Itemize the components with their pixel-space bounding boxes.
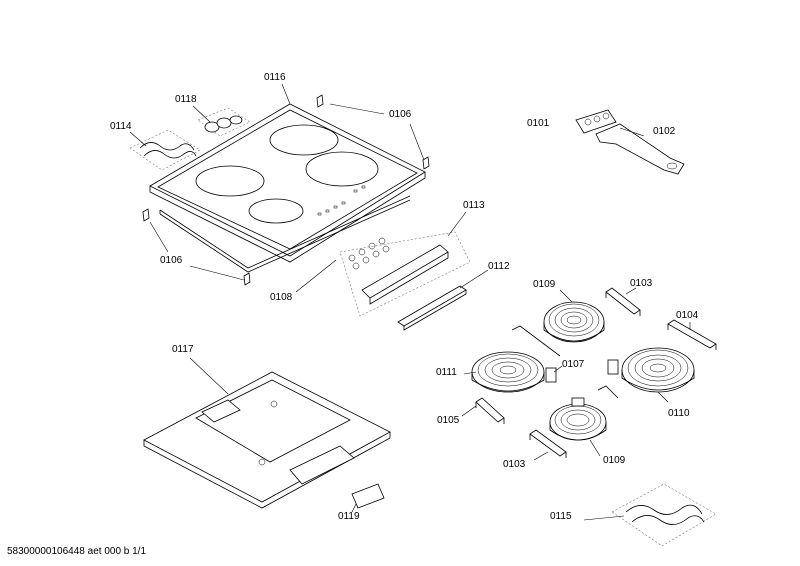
label-0115: 0115: [550, 511, 572, 522]
label-0117: 0117: [172, 344, 194, 355]
label-0112: 0112: [488, 261, 510, 272]
document-footer: 58300000106448 aet 000 b 1/1: [7, 546, 147, 557]
label-0111: 0111: [436, 367, 457, 378]
heating-element-0109-top: [543, 301, 605, 343]
heating-element-0109-bottom: [549, 397, 607, 441]
leader-lines: [129, 83, 691, 521]
label-0105: 0105: [437, 415, 460, 426]
label-0103-bottom: 0103: [503, 459, 526, 470]
control-module: [339, 231, 471, 331]
label-0106-bottom: 0106: [160, 255, 183, 266]
label-0103-top: 0103: [630, 278, 653, 289]
label-0118: 0118: [175, 94, 197, 105]
small-parts-0118: [197, 107, 251, 137]
label-0116: 0116: [264, 72, 286, 83]
label-0102: 0102: [653, 126, 676, 137]
label-0104: 0104: [676, 310, 699, 321]
hob-glass-top: [149, 103, 426, 263]
bracket-0103-bottom: [529, 429, 567, 458]
wire-0107: [511, 325, 619, 399]
label-0101: 0101: [527, 118, 550, 129]
label-0119: 0119: [338, 511, 360, 522]
frame-seal: [159, 195, 411, 273]
control-strip-0102: [575, 109, 685, 175]
spring-clips-0115: [611, 483, 717, 547]
label-0113: 0113: [463, 200, 485, 211]
bracket-0103-top: [605, 287, 641, 316]
heating-element-0110: [607, 347, 695, 393]
label-0108: 0108: [270, 292, 293, 303]
label-0110: 0110: [668, 408, 690, 419]
label-0109-bottom: 0109: [603, 455, 626, 466]
label-0106-top: 0106: [389, 109, 412, 120]
label-0107: 0107: [562, 359, 585, 370]
bottom-tray-0117: [143, 371, 391, 509]
bracket-0105: [475, 397, 505, 424]
spring-clips-0114: [129, 129, 201, 171]
clamp-brackets: [142, 94, 430, 286]
label-0109-top: 0109: [533, 279, 556, 290]
heating-element-0111: [471, 351, 557, 393]
bracket-0104: [667, 319, 717, 350]
label-plate-0119: [351, 483, 385, 509]
label-0114: 0114: [110, 121, 132, 132]
